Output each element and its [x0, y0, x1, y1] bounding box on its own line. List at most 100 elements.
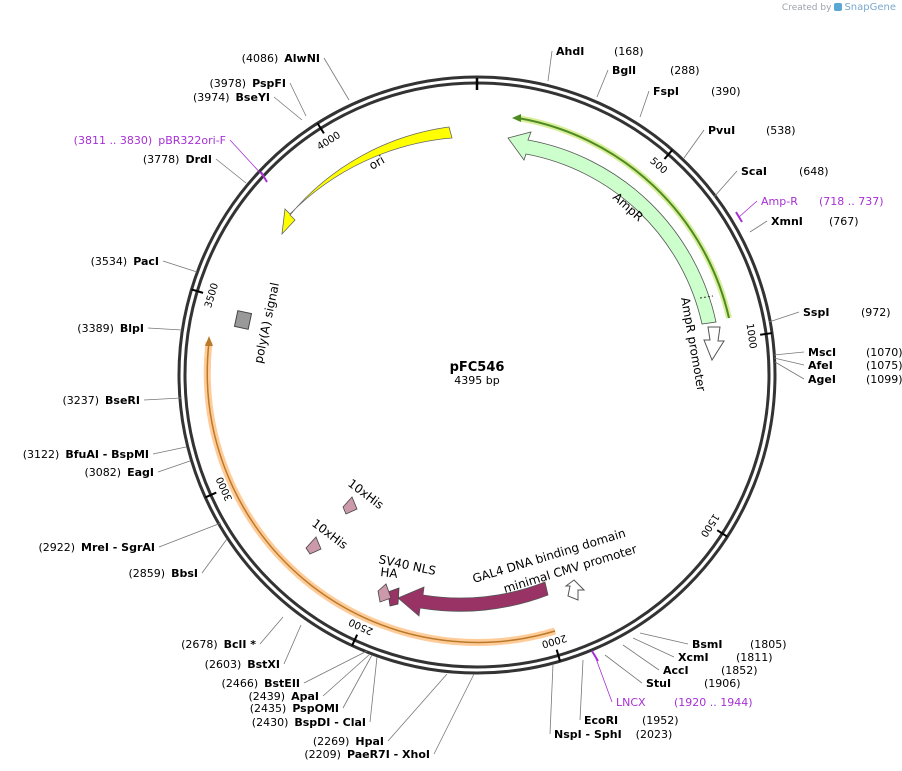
site-position: (2435) — [250, 702, 287, 715]
leader-line — [369, 656, 378, 723]
site-position: (3237) — [62, 394, 99, 407]
plasmid-size: 4395 bp — [454, 374, 499, 387]
site-name: BbsI — [171, 567, 198, 580]
site-position: (2023) — [636, 728, 673, 741]
site-position: (3974) — [193, 91, 230, 104]
tick-label: 1000 — [744, 323, 758, 350]
leader-line — [162, 260, 198, 273]
leader-line — [683, 129, 705, 159]
site-name: BstXI — [247, 658, 280, 671]
ha-label: HA — [380, 565, 399, 581]
tick-label: 3500 — [203, 282, 221, 310]
leader-line — [283, 624, 302, 665]
site-position: (2430) — [252, 716, 289, 729]
site-position: (390) — [711, 85, 741, 98]
leader-line — [639, 632, 689, 645]
site-name: DrdI — [185, 153, 212, 166]
site-position: (2209) — [304, 748, 341, 761]
leader-line — [342, 654, 373, 709]
primer-marker — [260, 171, 268, 183]
primer-marker — [735, 211, 743, 223]
credit-brand: SnapGene — [844, 2, 896, 13]
site-name: BspDI - ClaI — [294, 716, 366, 729]
gal4-feature — [397, 581, 549, 617]
site-name: NspI - SphI — [554, 728, 622, 741]
polya-label: poly(A) signal — [251, 281, 282, 364]
ori-feature — [281, 126, 453, 236]
leader-line — [773, 351, 805, 356]
site-name: AhdI — [556, 45, 584, 58]
site-position: (1920 .. 1944) — [674, 696, 753, 709]
credit-prefix: Created by — [781, 3, 832, 13]
site-name: BseYI — [236, 91, 270, 104]
site-position: (3389) — [77, 322, 114, 335]
site-position: (3082) — [85, 466, 122, 479]
ampr-promoter-feature — [703, 326, 725, 362]
site-name: SspI — [803, 306, 829, 319]
site-position: (1070) — [866, 346, 902, 359]
leader-line — [549, 663, 554, 735]
site-name: AccI — [663, 664, 689, 677]
site-position: (3778) — [143, 153, 180, 166]
leader-line — [303, 650, 368, 684]
site-position: (2859) — [129, 567, 166, 580]
site-position: (648) — [799, 165, 829, 178]
site-position: (3978) — [210, 77, 247, 90]
orange-feature-arc — [206, 341, 556, 644]
site-name: BfuAI - BspMI — [65, 448, 149, 461]
leader-line — [773, 357, 805, 366]
ampr-cds-arrowhead — [512, 114, 521, 122]
snapgene-logo-icon — [834, 3, 843, 11]
site-labels: AhdI(168)BglI(288)FspI(390)PvuI(538)ScaI… — [23, 45, 902, 761]
site-name: AfeI — [808, 359, 833, 372]
site-name: MscI — [808, 346, 836, 359]
leader-line — [547, 50, 553, 82]
site-name: PspFI — [252, 77, 286, 90]
ampr-feature — [507, 131, 717, 325]
leader-line — [229, 139, 265, 178]
site-position: (972) — [861, 306, 891, 319]
site-position: (2922) — [38, 541, 75, 554]
plasmid-name: pFC546 — [450, 360, 505, 375]
ha-feature — [377, 583, 392, 603]
primer-marker — [591, 650, 599, 662]
site-position: (718 .. 737) — [819, 195, 884, 208]
leader-line — [749, 220, 768, 233]
site-name: PspOMI — [292, 702, 339, 715]
leader-line — [579, 659, 584, 721]
leader-line — [774, 361, 805, 380]
site-name: XcmI — [678, 651, 709, 664]
site-name: PacI — [133, 255, 159, 268]
site-name: BseRI — [105, 394, 140, 407]
snapgene-credit: Created by SnapGene — [782, 2, 896, 13]
site-position: (1906) — [704, 677, 741, 690]
leader-line — [596, 69, 609, 98]
site-name: BclI * — [224, 638, 257, 651]
leader-line — [604, 654, 643, 684]
site-position: (1811) — [736, 651, 773, 664]
leader-line — [201, 538, 228, 574]
tick-mark — [555, 649, 561, 662]
site-name: Amp-R — [761, 195, 798, 208]
site-position: (1805) — [750, 638, 787, 651]
tick-mark — [191, 288, 204, 294]
leader-line — [639, 90, 650, 118]
leader-line — [143, 397, 182, 401]
his-feature-1 — [342, 496, 358, 515]
site-name: AgeI — [808, 373, 836, 386]
site-name: FspI — [653, 85, 679, 98]
site-position: (767) — [829, 215, 859, 228]
site-position: (3122) — [23, 448, 60, 461]
site-position: (288) — [670, 64, 700, 77]
sv40-nls-feature — [387, 587, 400, 607]
site-name: ScaI — [741, 165, 767, 178]
leader-line — [152, 446, 187, 455]
site-name: MreI - SgrAI — [81, 541, 155, 554]
leader-line — [323, 57, 350, 101]
tick-mark — [204, 491, 217, 499]
tick-mark — [760, 332, 773, 336]
site-position: (2269) — [313, 735, 350, 748]
site-name: BlpI — [120, 322, 144, 335]
tick-label: 1500 — [698, 511, 721, 538]
